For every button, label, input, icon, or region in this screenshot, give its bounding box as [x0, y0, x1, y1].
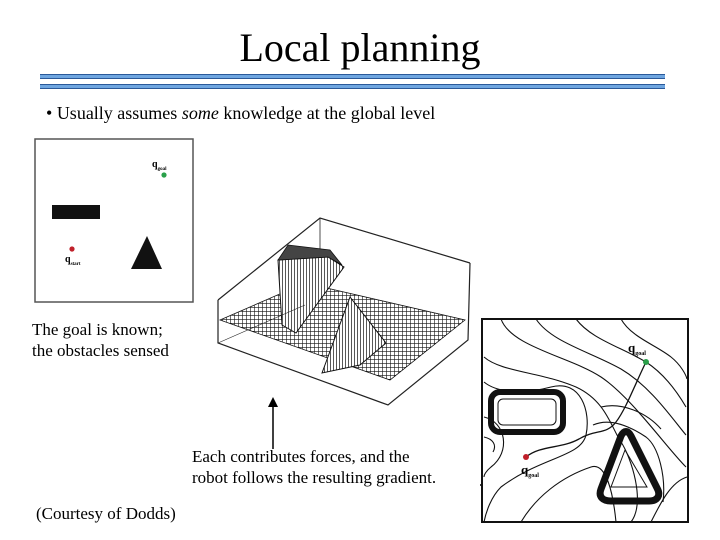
bullet-text: • Usually assumes some knowledge at the …	[46, 101, 435, 125]
bullet-suffix: knowledge at the global level	[223, 103, 436, 123]
potential-surface-figure	[217, 217, 471, 406]
forces-line2: robot follows the resulting gradient.	[192, 468, 437, 487]
rect-obstacle	[52, 205, 100, 219]
contour-goal-point	[643, 359, 649, 365]
map-figure: qgoal qstart	[34, 138, 194, 303]
courtesy-caption: (Courtesy of Dodds)	[36, 504, 176, 523]
bullet-marker: •	[46, 103, 53, 123]
goal-known-line1: The goal is known;	[32, 320, 163, 339]
triangle-obstacle-peak	[321, 295, 387, 374]
forces-caption: Each contributes forces, and the robot f…	[192, 446, 436, 488]
goal-point	[161, 172, 167, 178]
bullet-emphasis: some	[181, 103, 219, 123]
map-frame	[34, 138, 194, 303]
goal-known-caption: The goal is known; the obstacles sensed	[32, 319, 169, 361]
start-point	[69, 246, 75, 252]
robot-path	[525, 361, 647, 458]
contour-start-label: qgoal	[521, 462, 539, 479]
contour-map-figure: qgoal qgoal	[481, 318, 689, 523]
contour-goal-label: qgoal	[628, 340, 646, 357]
map-goal-label: qgoal	[152, 159, 167, 172]
map-start-label: qstart	[65, 254, 81, 267]
goal-known-line2: the obstacles sensed	[32, 341, 169, 360]
contour-start-point	[523, 454, 529, 460]
title-rule-bottom	[40, 84, 665, 89]
contour-rect-obstacle	[488, 389, 566, 435]
bullet-prefix: Usually assumes	[56, 103, 178, 123]
forces-line1: Each contributes forces, and the	[192, 447, 410, 466]
slide-title: Local planning	[239, 25, 481, 70]
title-rule-top	[40, 74, 665, 79]
contour-triangle-obstacle	[596, 428, 663, 505]
up-arrow	[268, 397, 278, 449]
triangle-obstacle	[131, 236, 162, 269]
